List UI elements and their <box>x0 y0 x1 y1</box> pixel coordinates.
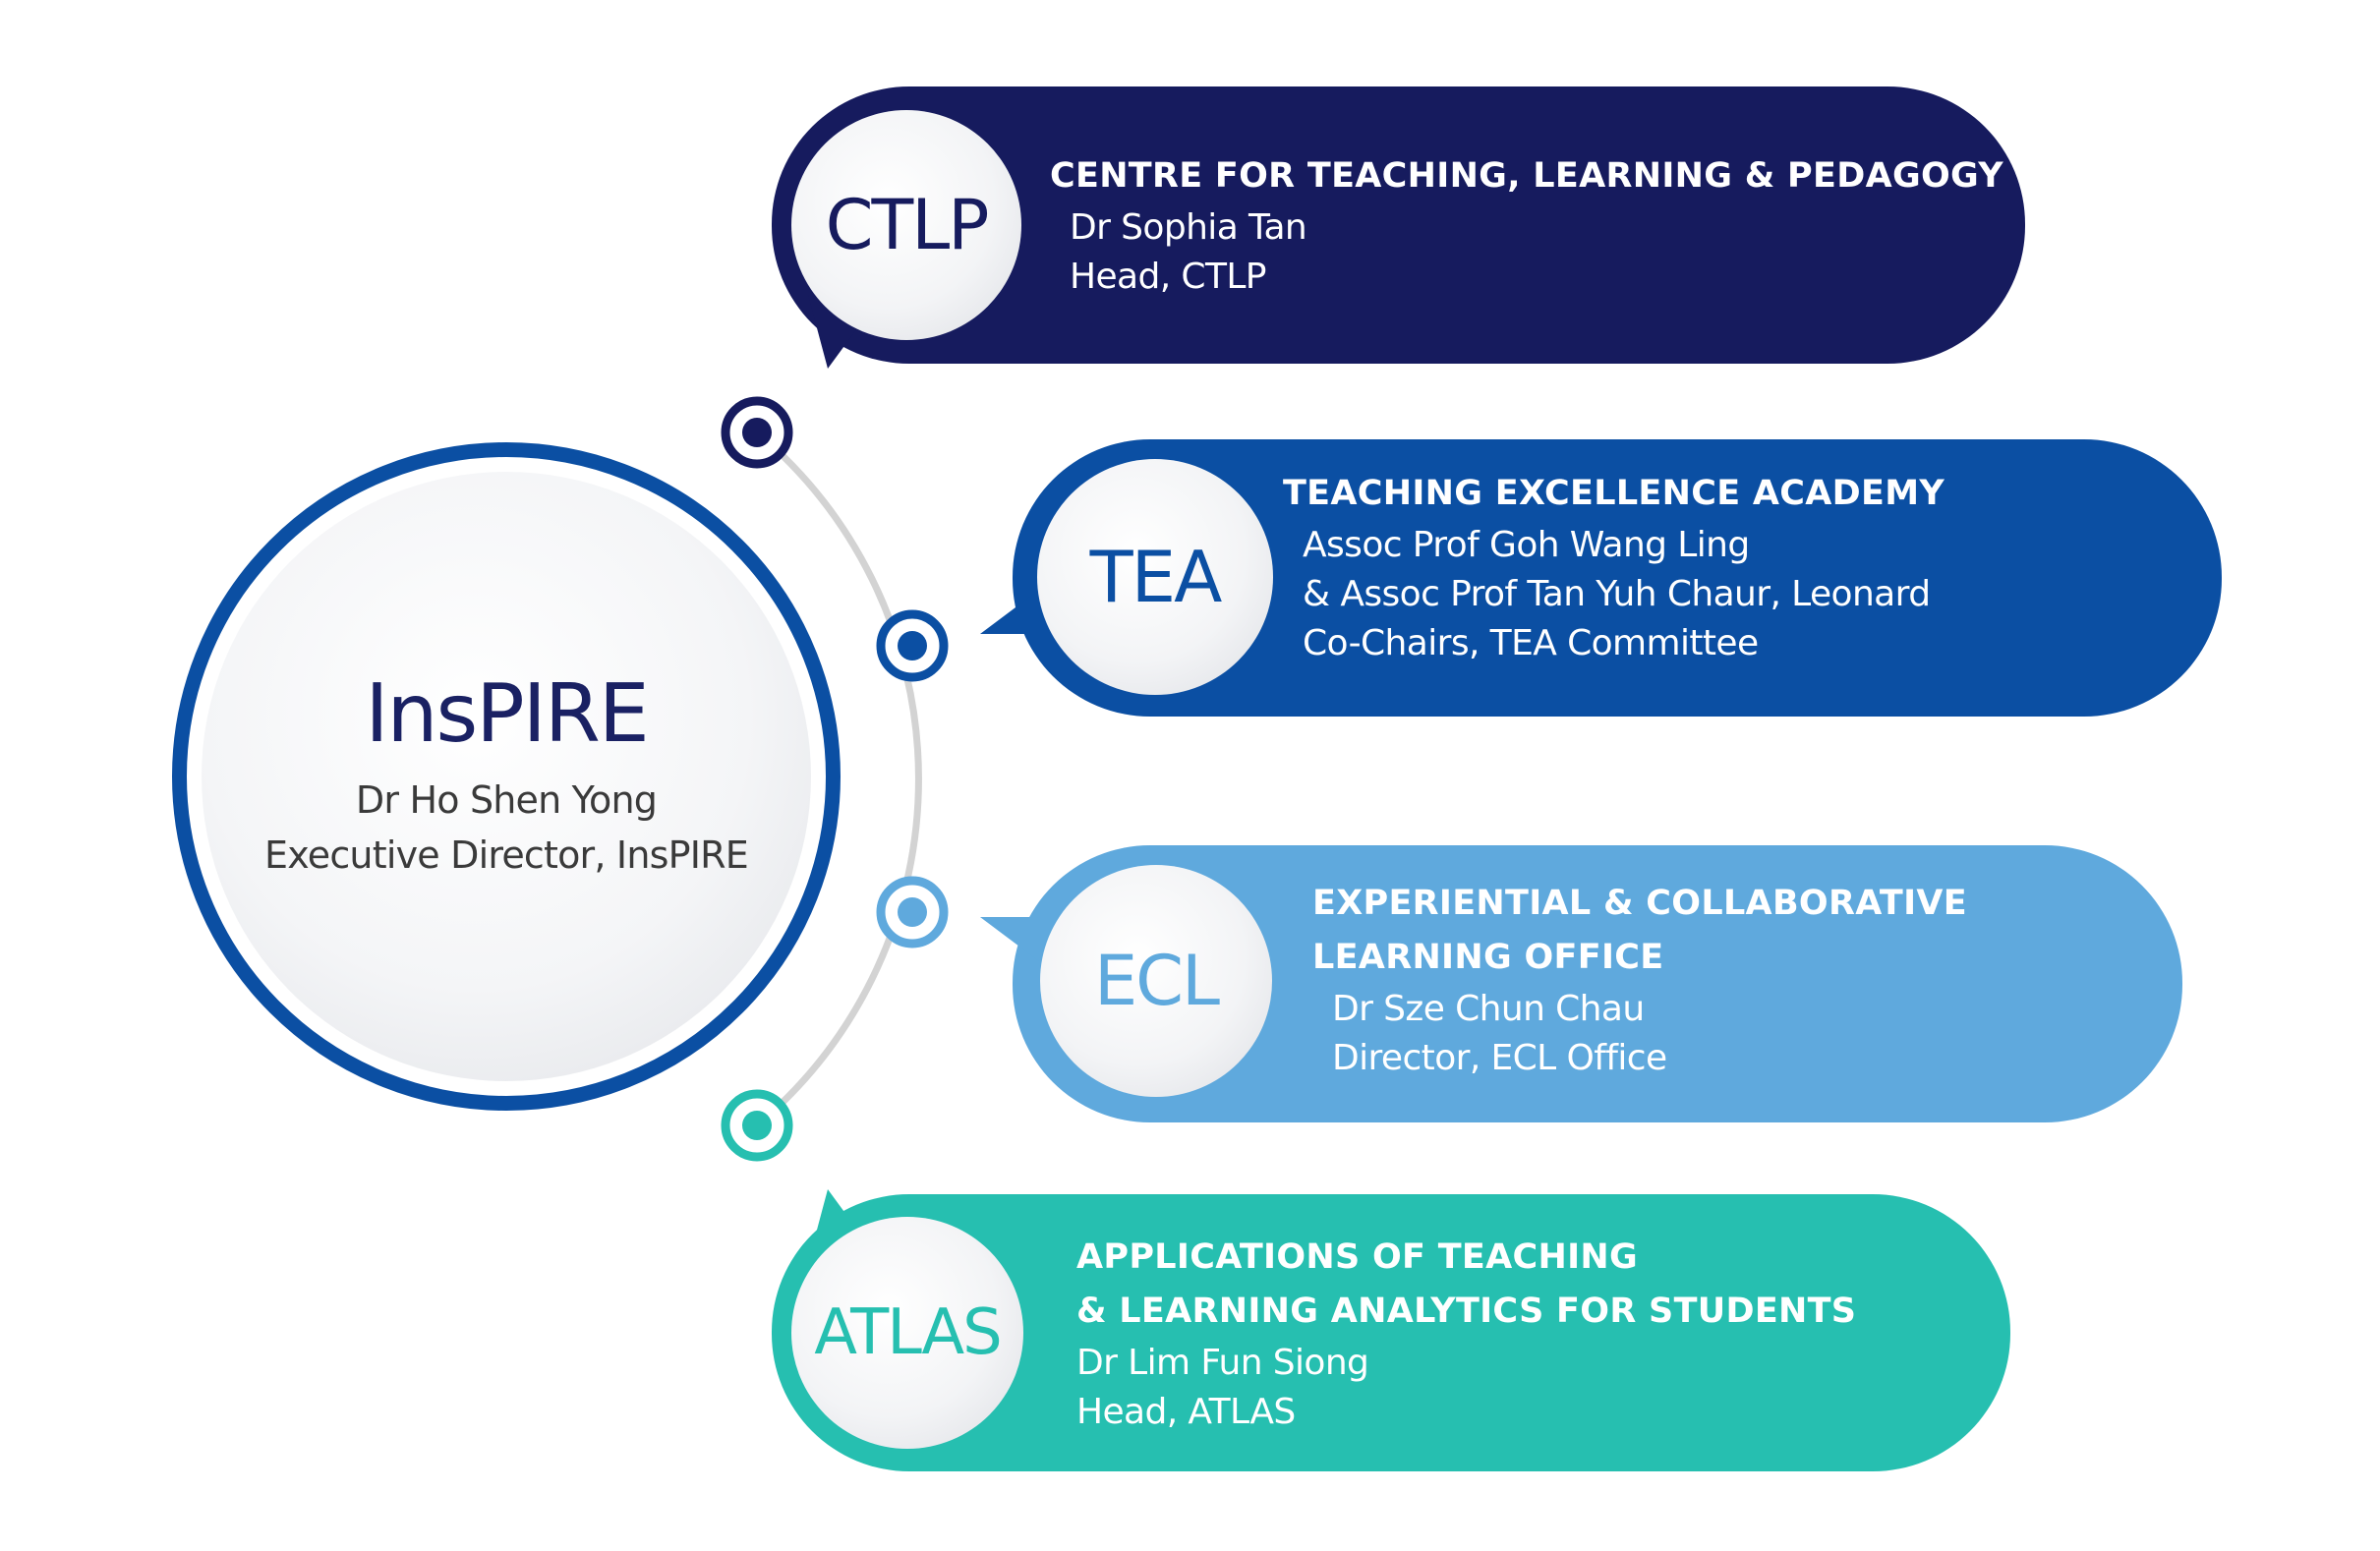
unit-tea-text: TEACHING EXCELLENCE ACADEMY Assoc Prof G… <box>1283 467 1945 668</box>
connector-node-tea <box>876 609 949 682</box>
connector-arc <box>754 430 922 1128</box>
unit-ctlp-text: CENTRE FOR TEACHING, LEARNING & PEDAGOGY… <box>1050 149 2003 302</box>
connector-node-ecl <box>876 876 949 948</box>
unit-ecl-text: EXPERIENTIAL & COLLABORATIVE LEARNING OF… <box>1312 877 1967 1083</box>
unit-tea-person-1: Assoc Prof Goh Wang Ling <box>1303 525 1750 565</box>
unit-atlas-title-2: & LEARNING ANALYTICS FOR STUDENTS <box>1076 1292 1857 1331</box>
unit-ctlp-bubble: CTLP <box>791 110 1021 340</box>
unit-ecl-role: Director, ECL Office <box>1332 1038 1667 1078</box>
connector-node-ctlp <box>721 396 793 469</box>
unit-ecl-bubble: ECL <box>1040 865 1272 1097</box>
unit-ecl-title-1: EXPERIENTIAL & COLLABORATIVE <box>1312 884 1967 923</box>
unit-ctlp-person: Dr Sophia Tan <box>1070 207 1307 248</box>
unit-ctlp-abbr: CTLP <box>825 185 990 265</box>
unit-ecl-person: Dr Sze Chun Chau <box>1332 989 1645 1029</box>
unit-atlas-abbr: ATLAS <box>814 1296 1002 1369</box>
unit-tea-title: TEACHING EXCELLENCE ACADEMY <box>1283 474 1945 513</box>
inspire-name: InsPIRE <box>365 666 649 761</box>
unit-tea-bubble-tail <box>980 590 1039 634</box>
unit-tea-person-2: & Assoc Prof Tan Yuh Chaur, Leonard <box>1303 574 1931 614</box>
unit-ecl-bubble-tail <box>980 917 1039 961</box>
inspire-role: Executive Director, InsPIRE <box>264 833 749 878</box>
unit-atlas-bubble: ATLAS <box>791 1217 1023 1449</box>
unit-ecl-abbr: ECL <box>1093 941 1220 1021</box>
unit-atlas-text: APPLICATIONS OF TEACHING & LEARNING ANAL… <box>1076 1231 1856 1437</box>
unit-atlas-title-1: APPLICATIONS OF TEACHING <box>1076 1237 1639 1277</box>
unit-tea-abbr: TEA <box>1089 536 1223 618</box>
unit-atlas-role: Head, ATLAS <box>1076 1392 1296 1432</box>
unit-ctlp-title: CENTRE FOR TEACHING, LEARNING & PEDAGOGY <box>1050 156 2003 196</box>
inspire-circle: InsPIRE Dr Ho Shen Yong Executive Direct… <box>202 472 811 1081</box>
inspire-person: Dr Ho Shen Yong <box>355 778 658 823</box>
unit-tea-bubble: TEA <box>1037 459 1273 695</box>
unit-atlas-person: Dr Lim Fun Siong <box>1076 1343 1369 1383</box>
unit-ecl-title-2: LEARNING OFFICE <box>1312 938 1664 977</box>
unit-tea-role: Co-Chairs, TEA Committee <box>1303 623 1759 663</box>
unit-ctlp-role: Head, CTLP <box>1070 257 1267 297</box>
connector-node-atlas <box>721 1089 793 1162</box>
